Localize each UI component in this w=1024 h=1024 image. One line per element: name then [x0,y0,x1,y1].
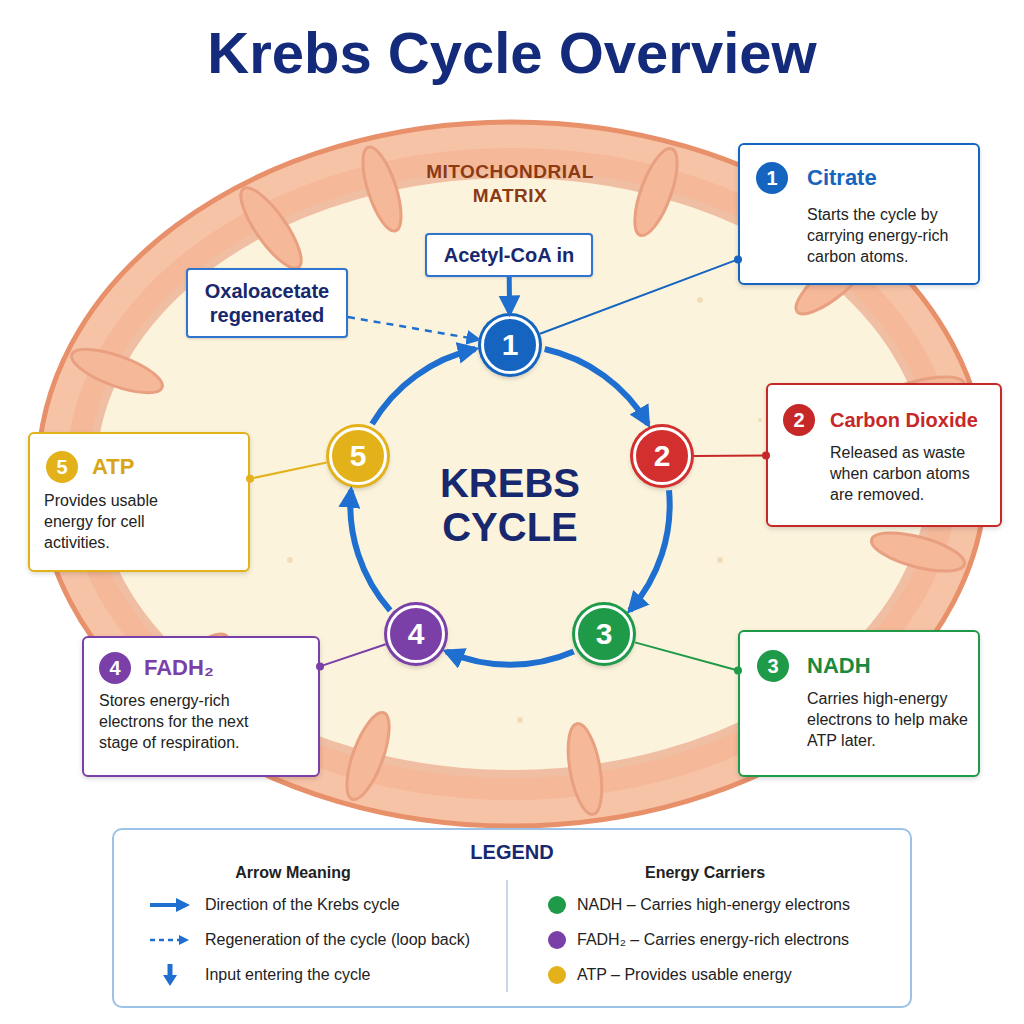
legend-heading: Energy Carriers [600,862,810,884]
legend-row: Regeneration of the cycle (loop back) [148,928,488,952]
legend-sample [148,963,194,991]
callout-body: Starts the cycle by carrying energy-rich… [807,204,977,267]
callout-box: 5 ATP Provides usable energy for cell acti… [28,432,250,572]
legend-heading: Arrow Meaning [160,862,426,884]
dashed-arrow-sample [148,928,194,952]
crista [338,708,398,805]
process-box: Acetyl-CoA in [425,233,593,277]
callout-box: 3 NADH Carries high-energy electrons to he… [738,630,980,777]
callout-body: Stores energy-rich electrons for the nex… [99,690,284,753]
box-text: Oxaloacetate regenerated [194,279,340,327]
input-arrow-sample [148,963,194,987]
callout-number: 3 [757,650,789,682]
legend-row: Input entering the cycle [148,963,488,987]
speck [697,297,703,303]
legend-swatch [548,966,566,984]
callout-number: 3 [596,617,613,651]
legend-sample [148,928,194,956]
process-box: Oxaloacetate regenerated [186,268,348,338]
legend-divider [506,880,508,992]
legend-row: ATP – Provides usable energy [548,963,888,987]
crista [67,340,167,401]
arrow-head-shape [176,898,190,912]
arrow-shaft [150,903,178,907]
step-circle: 5 [329,427,387,485]
speck [287,557,293,563]
callout-heading: ATP [92,454,134,480]
callout-box: 1 CitrateStarts the cycle by carrying ene… [738,143,980,285]
legend-text: Input entering the cycle [205,963,370,987]
legend-swatch [548,931,566,949]
callout-number: 4 [408,617,425,651]
step-circle: 2 [633,427,691,485]
legend-row: Direction of the Krebs cycle [148,893,488,917]
region-label: MITOCHONDRIAL MATRIX [415,160,605,208]
arrow-head-shape [163,975,177,986]
crista [231,180,311,276]
cycle-label: KREBS CYCLE [410,461,610,549]
legend-row: FADH₂ – Carries energy-rich electrons [548,928,888,952]
callout-number: 5 [350,439,367,473]
box-text: Acetyl-CoA in [444,243,574,267]
crista [868,525,968,579]
crista [626,144,686,241]
arrow-sample [148,893,194,917]
diagram-title: Krebs Cycle Overview [0,18,1024,88]
callout-body: Carries high-energy electrons to help ma… [807,688,977,751]
arrow-head-shape [179,935,189,945]
legend-text: FADH₂ – Carries energy-rich electrons [577,928,849,952]
callout-number: 1 [756,162,788,194]
legend-text: Direction of the Krebs cycle [205,893,400,917]
legend-text: ATP – Provides usable energy [577,963,792,987]
callout-heading: NADH [807,653,871,679]
arrow-shaft [150,939,180,942]
callout-body: Provides usable energy for cell activiti… [44,490,194,553]
step-circle: 3 [575,605,633,663]
legend-text: NADH – Carries high-energy electrons [577,893,850,917]
callout-box: 2 Carbon DioxideReleased as waste when ca… [766,383,1002,527]
speck [717,557,723,563]
legend-text: Regeneration of the cycle (loop back) [205,928,470,952]
callout-number: 2 [654,439,671,473]
legend-title: LEGEND [112,840,912,864]
callout-number: 1 [502,328,519,362]
callout-number: 4 [99,652,131,684]
callout-number: 2 [783,404,815,436]
step-circle: 1 [481,316,539,374]
arrow-shaft [168,964,173,976]
callout-number: 5 [46,451,78,483]
legend-sample [148,893,194,921]
callout-heading: Citrate [807,165,877,191]
speck [758,418,762,422]
step-circle: 4 [387,605,445,663]
speck [517,717,523,723]
legend-swatch [548,896,566,914]
callout-heading: Carbon Dioxide [830,407,978,433]
legend-row: NADH – Carries high-energy electrons [548,893,888,917]
crista [562,721,608,817]
matrix-specks [287,297,762,723]
callout-box: 4 FADH₂ Stores energy-rich electrons for t… [82,636,320,777]
crista [355,143,409,235]
callout-heading: FADH₂ [144,655,214,681]
callout-body: Released as waste when carbon atoms are … [830,442,995,505]
